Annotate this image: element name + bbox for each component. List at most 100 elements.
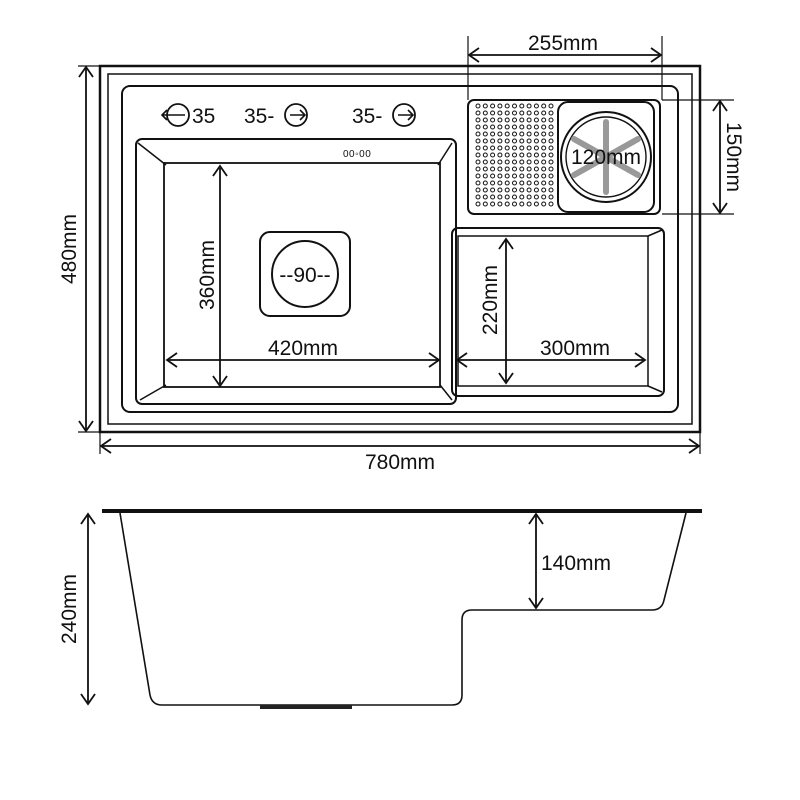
perforation-hole [512, 201, 517, 207]
perforation-hole [512, 145, 517, 151]
perforation-hole [541, 187, 547, 193]
perforation-hole [512, 117, 517, 123]
perforation-hole [526, 117, 532, 123]
perforation-hole [497, 110, 503, 116]
perforation-hole [497, 166, 503, 172]
perforation-hole [526, 138, 532, 144]
step-height-label: 140mm [541, 552, 611, 575]
perforation-hole [526, 152, 532, 158]
perforation-hole [526, 159, 532, 165]
side-view-profile [119, 512, 687, 706]
perforation-hole [490, 145, 496, 151]
perforation-hole [512, 180, 517, 186]
perforation-hole [497, 103, 503, 109]
perforation-hole [497, 201, 503, 207]
perforation-hole [490, 166, 496, 172]
perforation-hole [504, 194, 510, 200]
perforation-hole [512, 187, 517, 193]
drainboard-depth-dimension: 150mm [662, 99, 745, 215]
perforation-hole [482, 180, 488, 186]
perforation-hole [497, 131, 503, 137]
perforation-hole [482, 194, 488, 200]
overall-width-dimension: 780mm [99, 432, 701, 474]
drainboard-perforations [475, 103, 554, 207]
rinser-star-icon [571, 119, 641, 195]
perforation-hole [490, 138, 496, 144]
sink-inner-rim [107, 73, 693, 425]
perforation-hole [533, 173, 539, 179]
perforation-hole [533, 145, 539, 151]
perforation-hole [482, 131, 488, 137]
perforation-hole [548, 159, 554, 165]
perforation-hole [504, 124, 510, 130]
perforation-hole [504, 131, 510, 137]
perforation-hole [526, 131, 532, 137]
tap-hole-2-label: 35- [244, 105, 274, 128]
perforation-hole [548, 166, 554, 172]
rinser-diameter-label: 120mm [571, 146, 641, 169]
perforation-hole [541, 173, 547, 179]
perforation-hole [541, 180, 547, 186]
perforation-hole [533, 117, 539, 123]
tap-hole-1-label: 35 [192, 105, 215, 128]
perforation-hole [541, 152, 547, 158]
small-bowl-width-dimension: 300mm [455, 337, 647, 368]
perforation-hole [541, 110, 547, 116]
perforation-hole [482, 187, 488, 193]
perforation-hole [548, 187, 554, 193]
perforation-hole [533, 194, 539, 200]
perforation-hole [475, 152, 481, 158]
main-bowl [135, 138, 457, 405]
perforation-hole [504, 145, 510, 151]
perforation-hole [512, 173, 517, 179]
perforation-hole [519, 131, 525, 137]
overall-depth-dimension: 480mm [58, 65, 100, 433]
perforation-hole [497, 180, 503, 186]
perforation-hole [526, 173, 532, 179]
perforation-hole [548, 194, 554, 200]
step-height-dimension: 140mm [528, 512, 611, 610]
perforation-hole [519, 152, 525, 158]
perforation-hole [482, 159, 488, 165]
cup-rinser: 120mm [557, 101, 655, 213]
perforation-hole [533, 103, 539, 109]
perforation-hole [526, 180, 532, 186]
perforation-hole [490, 180, 496, 186]
perforation-hole [504, 110, 510, 116]
perforation-hole [475, 201, 481, 207]
perforation-hole [519, 124, 525, 130]
perforation-hole [519, 194, 525, 200]
tap-hole-3: 35- [352, 103, 416, 128]
perforation-hole [475, 187, 481, 193]
perforation-hole [482, 152, 488, 158]
perforation-hole [541, 159, 547, 165]
perforation-hole [475, 173, 481, 179]
drain: --90-- [259, 231, 351, 317]
perforation-hole [497, 117, 503, 123]
perforation-hole [475, 166, 481, 172]
perforation-hole [482, 124, 488, 130]
perforation-hole [490, 201, 496, 207]
side-view: 240mm 140mm [58, 509, 702, 709]
perforation-hole [541, 138, 547, 144]
top-view: 35 35- 35- 00◦00 --90-- [58, 32, 745, 474]
overall-width-label: 780mm [365, 451, 435, 474]
perforation-hole [533, 180, 539, 186]
perforation-hole [504, 152, 510, 158]
perforation-hole [526, 166, 532, 172]
perforation-hole [512, 166, 517, 172]
drainboard-width-label: 255mm [528, 32, 598, 55]
perforation-hole [475, 131, 481, 137]
perforation-hole [482, 110, 488, 116]
perforation-hole [541, 124, 547, 130]
perforation-hole [482, 173, 488, 179]
perforation-hole [519, 145, 525, 151]
perforation-hole [548, 103, 554, 109]
perforation-hole [504, 180, 510, 186]
perforation-hole [519, 159, 525, 165]
small-bowl-depth-label: 220mm [479, 265, 502, 335]
sink-deck [121, 85, 679, 413]
drainboard-depth-label: 150mm [722, 122, 745, 192]
perforation-hole [533, 187, 539, 193]
